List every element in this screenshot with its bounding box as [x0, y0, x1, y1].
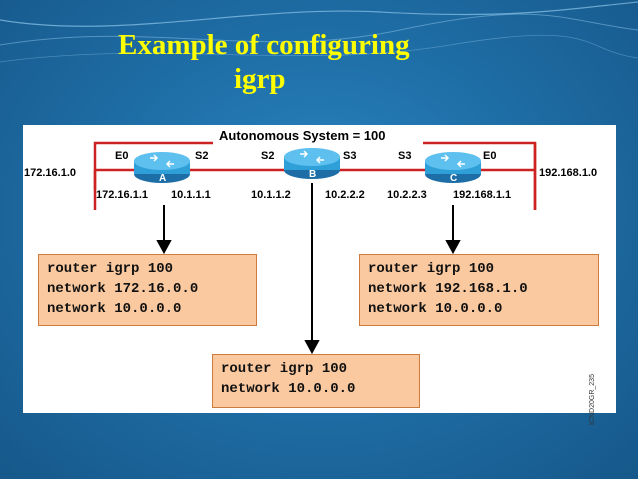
- config-c-line-2: network 192.168.1.0: [368, 281, 528, 297]
- router-c-ip-left: 10.2.2.3: [387, 189, 427, 201]
- title-line-2: igrp: [234, 63, 286, 95]
- router-c-if-right: E0: [483, 150, 496, 162]
- figure-id: ICND20GR_235: [589, 365, 609, 425]
- config-a-line-1: router igrp 100: [47, 261, 174, 277]
- arrow-c: [445, 205, 461, 255]
- as-label: Autonomous System = 100: [219, 128, 386, 143]
- router-c-icon: [425, 152, 481, 183]
- network-left-label: 172.16.1.0: [24, 167, 76, 179]
- arrow-b: [304, 183, 320, 355]
- config-c-line-1: router igrp 100: [368, 261, 495, 277]
- network-right-label: 192.168.1.0: [539, 167, 597, 179]
- arrow-a: [156, 205, 172, 255]
- router-b-ip-right: 10.2.2.2: [325, 189, 365, 201]
- router-c-label: C: [450, 173, 457, 184]
- config-b-line-2: network 10.0.0.0: [221, 381, 356, 397]
- config-c-line-3: network 10.0.0.0: [368, 301, 503, 317]
- router-a-ip-right: 10.1.1.1: [171, 189, 211, 201]
- network-diagram: A B C Autonomous System = 100 172.16.1.0…: [23, 125, 616, 425]
- figure-id-text: ICND20GR_235: [589, 374, 596, 425]
- config-a-line-2: network 172.16.0.0: [47, 281, 199, 297]
- router-b-icon: [284, 148, 340, 179]
- slide-title: Example of configuring igrp: [118, 28, 410, 96]
- config-box-router-b: router igrp 100 network 10.0.0.0: [212, 354, 420, 408]
- config-a-line-3: network 10.0.0.0: [47, 301, 182, 317]
- router-a-if-left: E0: [115, 150, 128, 162]
- router-a-label: A: [159, 173, 166, 184]
- router-a-if-right: S2: [195, 150, 208, 162]
- router-b-if-right: S3: [343, 150, 356, 162]
- router-c-ip-right: 192.168.1.1: [453, 189, 511, 201]
- router-c-if-left: S3: [398, 150, 411, 162]
- config-box-router-a: router igrp 100 network 172.16.0.0 netwo…: [38, 254, 257, 326]
- router-a-ip-left: 172.16.1.1: [96, 189, 148, 201]
- router-b-if-left: S2: [261, 150, 274, 162]
- router-b-label: B: [309, 169, 316, 180]
- config-box-router-c: router igrp 100 network 192.168.1.0 netw…: [359, 254, 599, 326]
- router-b-ip-left: 10.1.1.2: [251, 189, 291, 201]
- router-a-icon: [134, 152, 190, 183]
- decorative-wave: [0, 1, 638, 63]
- title-line-1: Example of configuring: [118, 29, 410, 61]
- config-b-line-1: router igrp 100: [221, 361, 348, 377]
